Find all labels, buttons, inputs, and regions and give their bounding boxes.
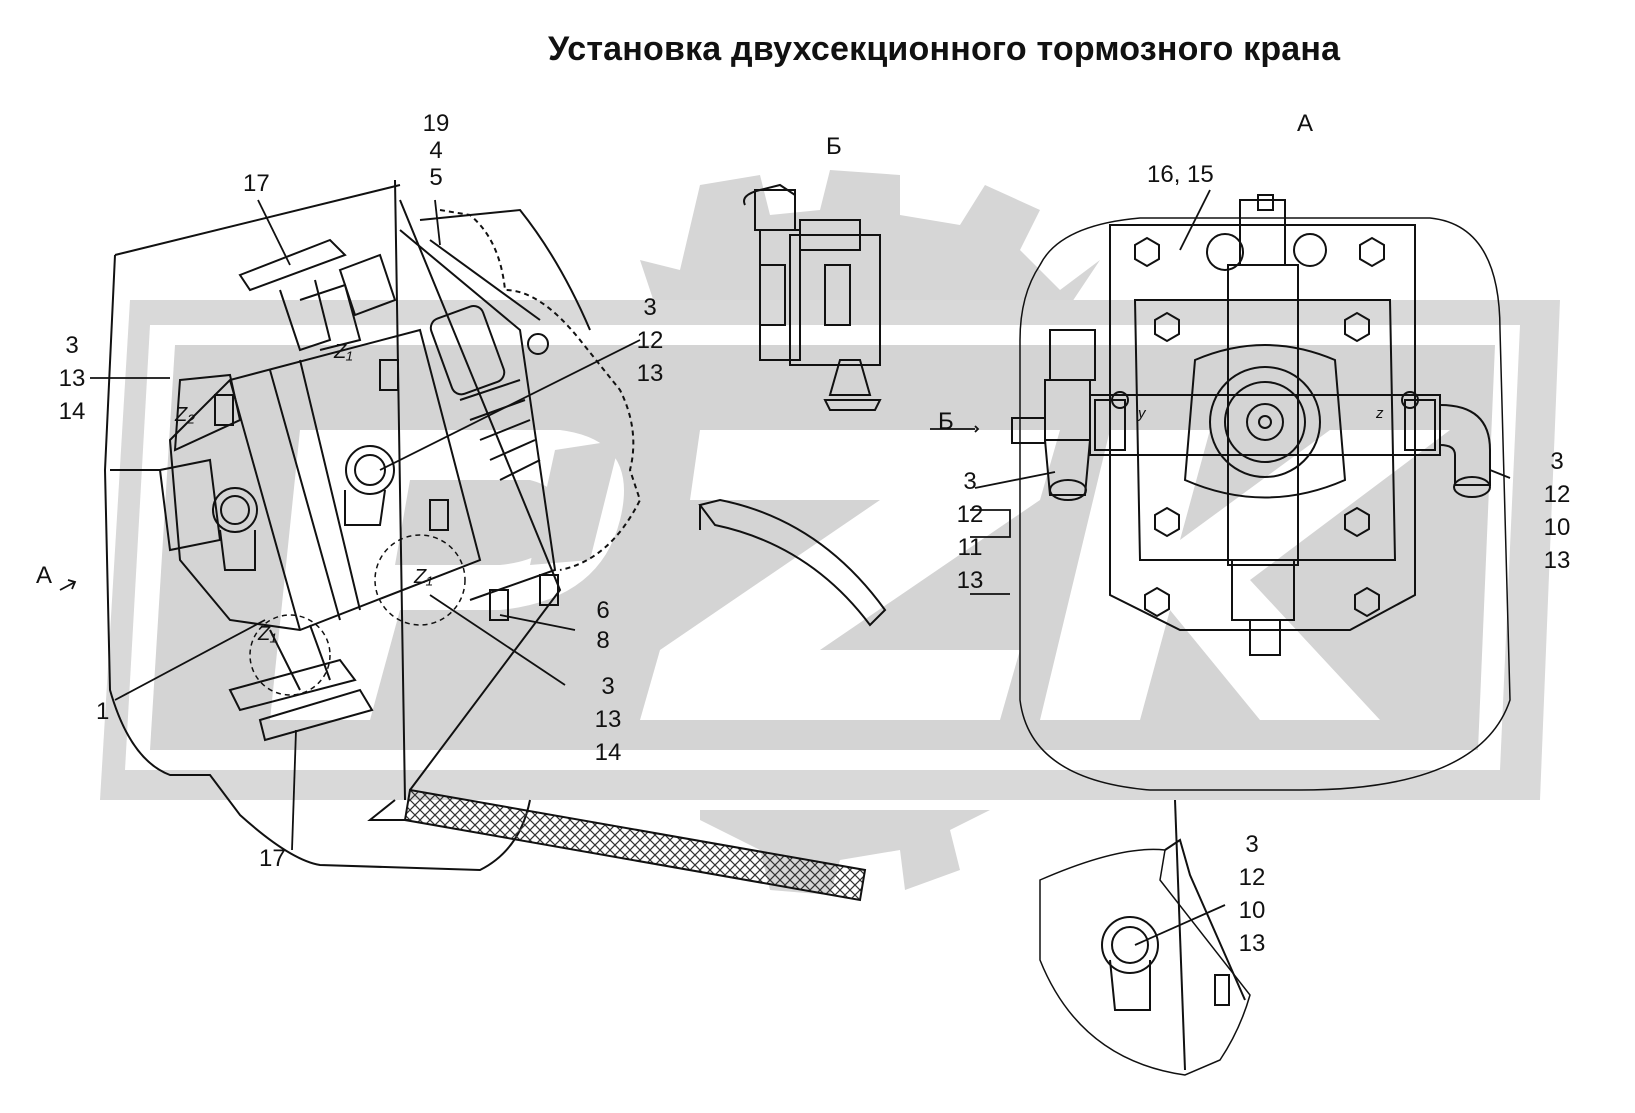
view-a-label: А [1297, 110, 1314, 137]
callout-value: 4 [429, 137, 443, 164]
callout-value: 10 [1543, 514, 1571, 541]
page-title: Установка двухсекционного тормозного кра… [548, 30, 1341, 68]
view-b-detail [743, 183, 882, 411]
watermark-logo [100, 170, 1560, 895]
view-a-detail [1011, 194, 1511, 791]
callout-3-12-10-13-bottom: 3 12 10 13 [1232, 828, 1272, 960]
callout-6-8: 6 8 [583, 596, 623, 656]
callout-1: 1 [96, 698, 110, 725]
leader-lines-left [90, 199, 641, 851]
view-a-arrow-label: А [36, 562, 53, 589]
marker-z2: Z₂ [175, 404, 195, 426]
callout-value: 10 [1238, 897, 1266, 924]
callout-value: 14 [58, 398, 86, 425]
callout-value: 19 [422, 110, 450, 137]
callout-value: 14 [594, 739, 622, 766]
marker-z1: Z₁ [414, 566, 433, 588]
callout-3-13-14-bottom: 3 13 14 [588, 670, 628, 769]
view-b-label: Б [826, 133, 842, 160]
callout-3-12-10-13-right: 3 12 10 13 [1537, 445, 1577, 577]
callout-value: 5 [429, 164, 443, 191]
callout-value: 3 [601, 673, 615, 700]
callout-value: 13 [594, 706, 622, 733]
callout-19-4-5: 19 4 5 [416, 110, 456, 191]
callout-value: 3 [65, 332, 79, 359]
callout-value: 13 [636, 360, 664, 387]
callout-value: 3 [1245, 831, 1259, 858]
callout-value: 13 [1238, 930, 1266, 957]
marker-z1: Z₁ [258, 623, 277, 645]
callout-17-top: 17 [243, 170, 270, 197]
callout-value: 3 [643, 294, 657, 321]
callout-value: 12 [956, 501, 984, 528]
callout-17-bottom: 17 [259, 845, 286, 872]
callout-value: 12 [1238, 864, 1266, 891]
marker-z1: Z₁ [334, 341, 353, 363]
callout-value: 8 [596, 627, 610, 654]
callout-value: 3 [1550, 448, 1564, 475]
marker-z: z [1376, 405, 1384, 422]
marker-y: y [1138, 405, 1146, 422]
callout-value: 13 [58, 365, 86, 392]
bottom-right-detail [1039, 799, 1251, 1076]
callout-value: 13 [1543, 547, 1571, 574]
callout-3-13-14-left: 3 13 14 [52, 329, 92, 428]
callout-16-15: 16, 15 [1147, 161, 1214, 188]
callout-3-12-13-mid: 3 12 13 [630, 291, 670, 390]
callout-value: 13 [956, 567, 984, 594]
left-assembly [103, 179, 887, 902]
callout-value: 11 [957, 534, 983, 561]
callout-value: 12 [1543, 481, 1571, 508]
callout-value: 6 [596, 597, 610, 624]
callout-3-12-11-13: 3 12 11 13 [950, 465, 990, 597]
callout-value: 12 [636, 327, 664, 354]
view-b-arrow-label: Б [938, 408, 954, 435]
callout-value: 3 [963, 468, 977, 495]
